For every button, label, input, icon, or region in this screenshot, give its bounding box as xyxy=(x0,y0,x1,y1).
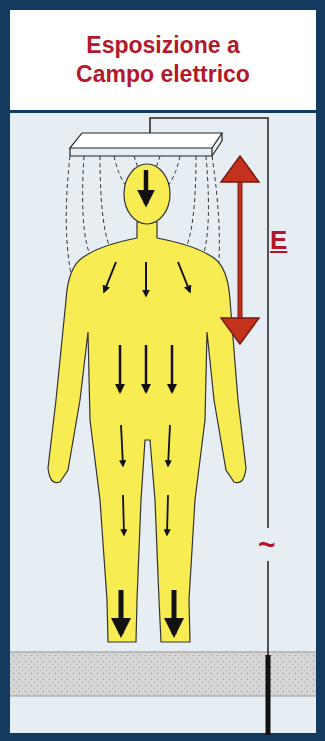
ground-edge xyxy=(10,652,316,653)
current-arrows xyxy=(104,170,190,634)
ac-source-symbol: ~ xyxy=(257,528,277,561)
title-panel xyxy=(10,10,316,110)
diagram-title: Esposizione a Campo elettrico xyxy=(58,31,268,89)
figure-panel xyxy=(10,113,316,733)
title-box: Esposizione a Campo elettrico xyxy=(10,10,316,110)
electrode-plate xyxy=(70,133,222,156)
field-label: E xyxy=(270,226,287,255)
ground-rod xyxy=(266,655,271,735)
field-arrow xyxy=(221,156,259,344)
human-body xyxy=(48,164,246,642)
